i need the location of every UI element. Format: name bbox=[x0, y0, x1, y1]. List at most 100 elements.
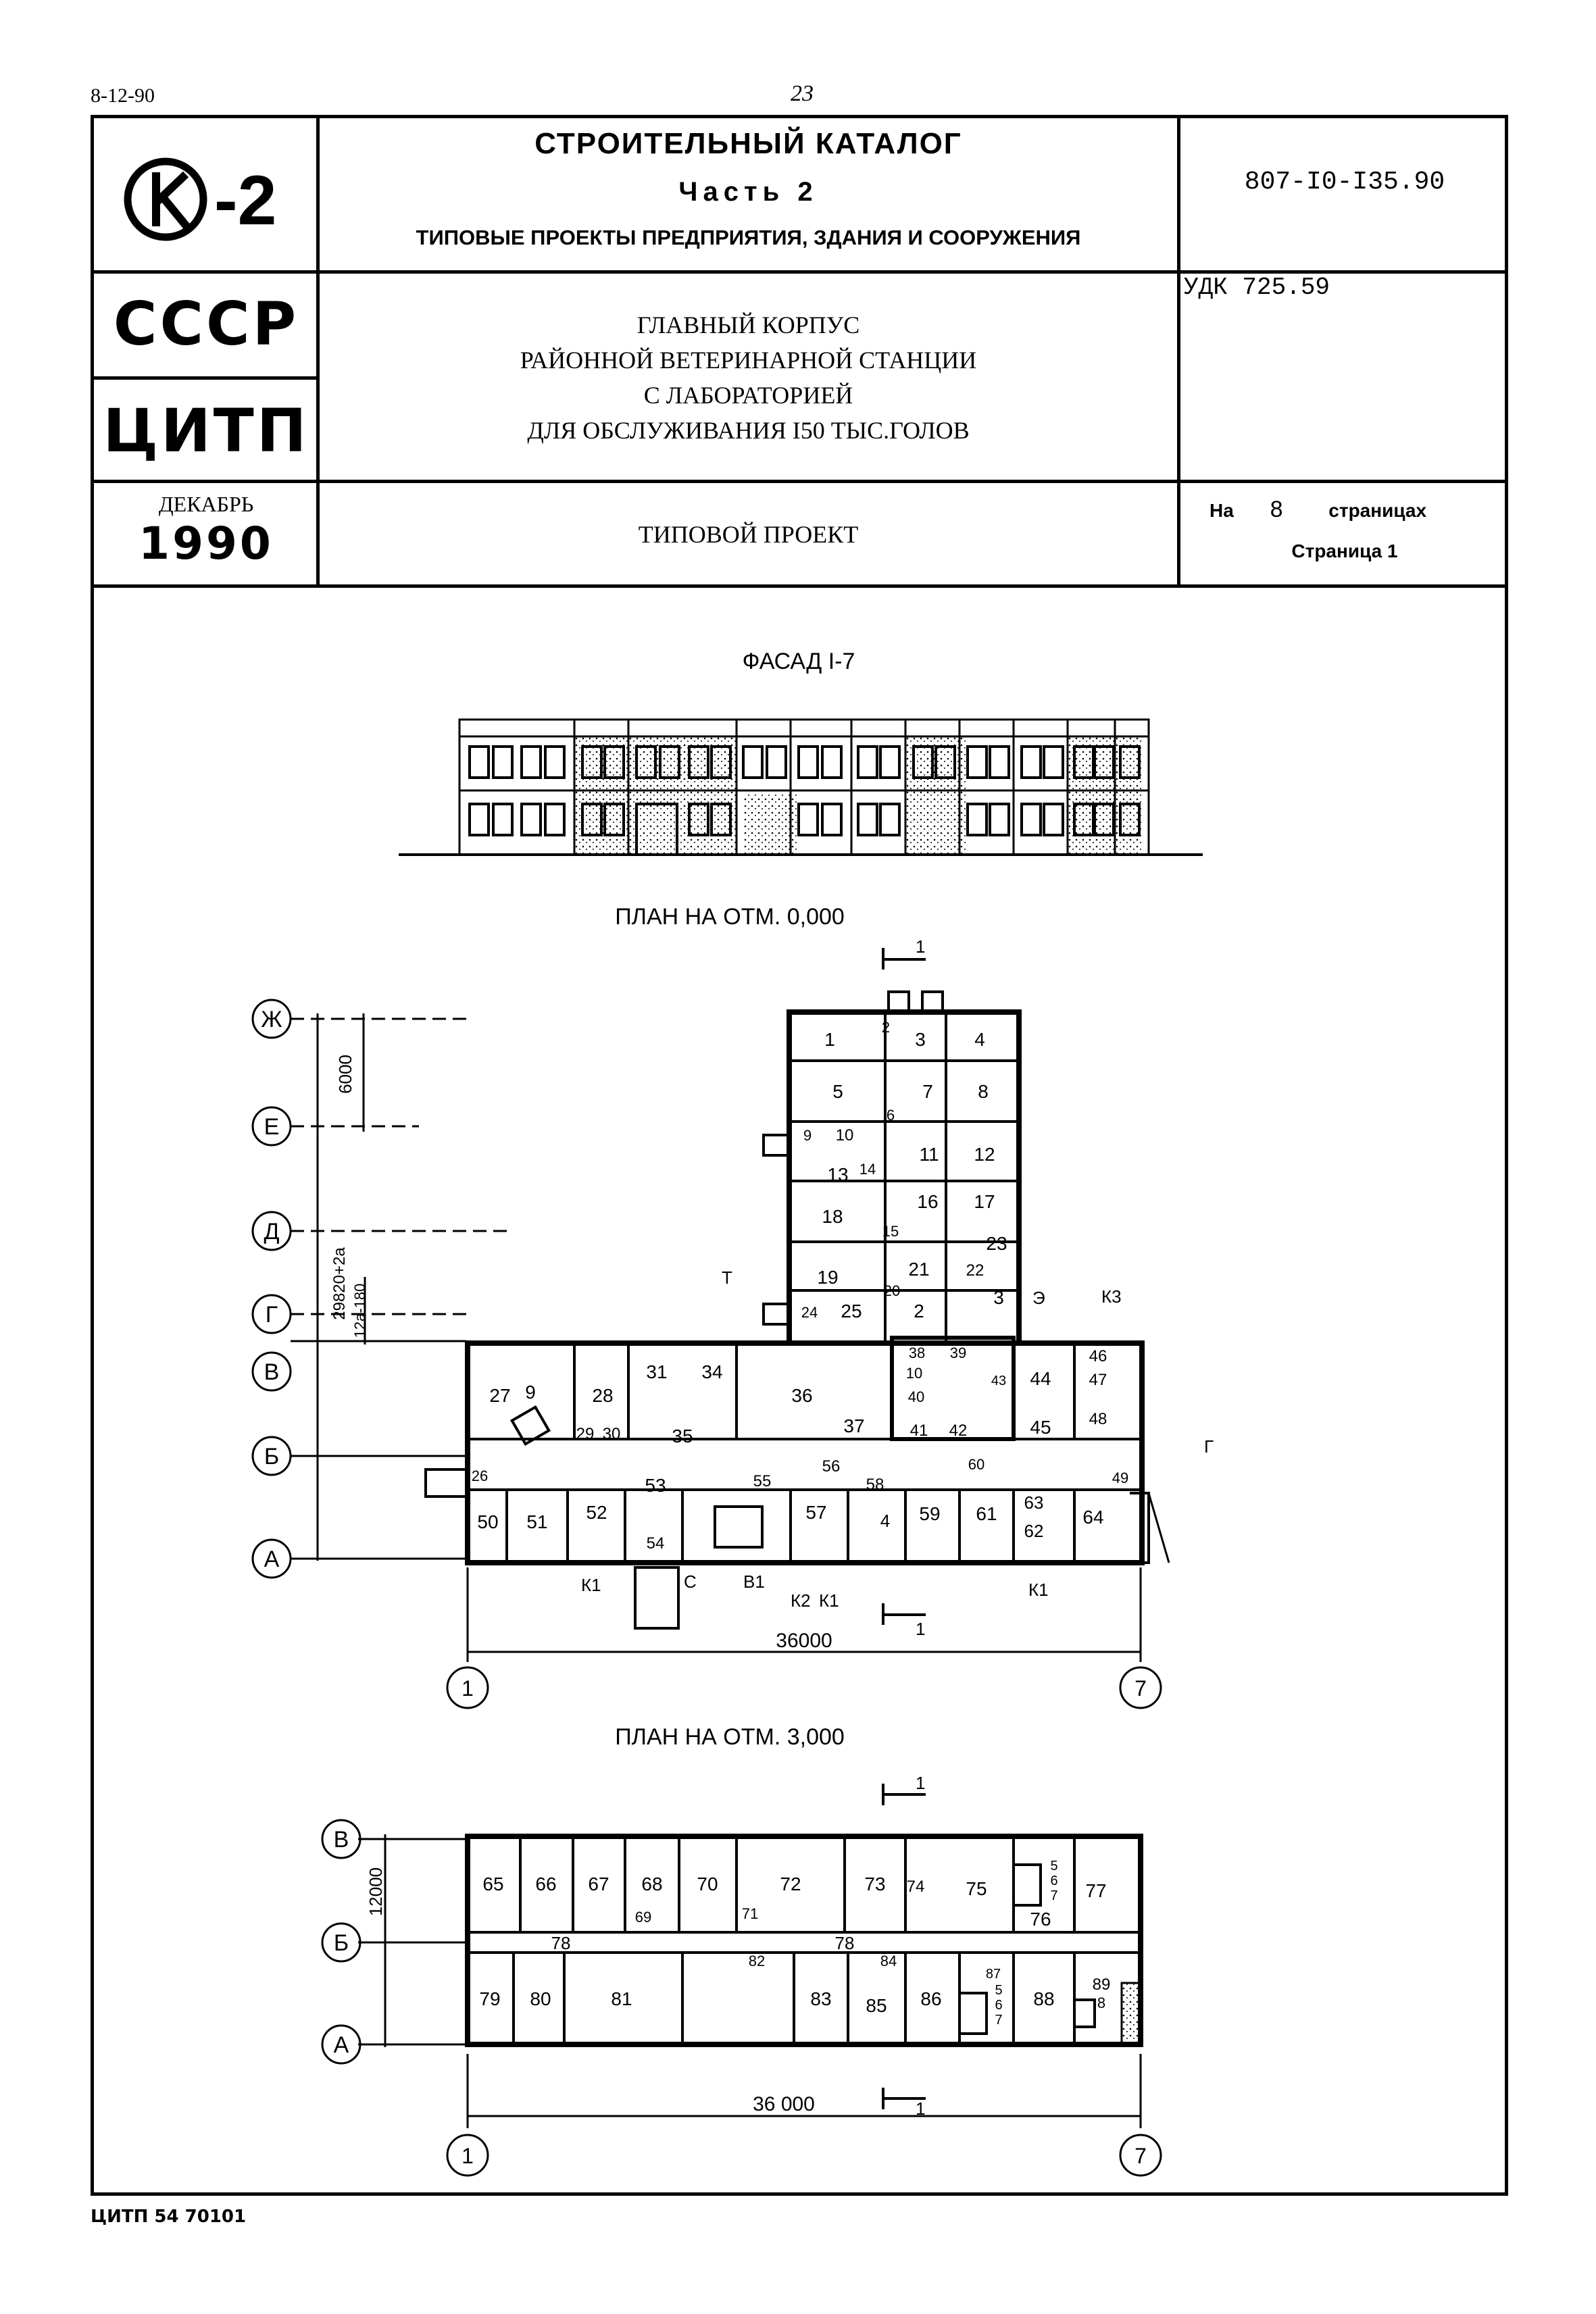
svg-text:77: 77 bbox=[1085, 1880, 1106, 1901]
svg-text:31: 31 bbox=[646, 1361, 667, 1382]
plan2-dim-36000: 36 000 bbox=[753, 2093, 815, 2115]
svg-text:4: 4 bbox=[974, 1029, 985, 1050]
project-line-2: РАЙОННОЙ ВЕТЕРИНАРНОЙ СТАНЦИИ bbox=[520, 347, 977, 374]
svg-text:80: 80 bbox=[530, 1988, 551, 2009]
svg-text:21: 21 bbox=[908, 1259, 929, 1280]
svg-text:46: 46 bbox=[1089, 1347, 1107, 1365]
svg-text:78: 78 bbox=[835, 1933, 855, 1953]
project-name: ГЛАВНЫЙ КОРПУС РАЙОННОЙ ВЕТЕРИНАРНОЙ СТА… bbox=[321, 307, 1176, 448]
plan2-axis-b: Б bbox=[334, 1930, 349, 1956]
svg-text:34: 34 bbox=[701, 1361, 722, 1382]
svg-text:37: 37 bbox=[843, 1415, 864, 1436]
svg-text:6: 6 bbox=[887, 1107, 895, 1124]
svg-text:22: 22 bbox=[966, 1261, 984, 1280]
plan2-section-mark-bottom: 1 bbox=[916, 2098, 925, 2119]
svg-text:49: 49 bbox=[1112, 1469, 1128, 1486]
svg-text:71: 71 bbox=[742, 1905, 758, 1922]
plan1-entry-labels: К1 С В1 К2 К1 К1 К3 Г Т Э bbox=[581, 1267, 1214, 1611]
plan2-axis-7: 7 bbox=[1134, 2144, 1147, 2168]
svg-text:26: 26 bbox=[472, 1467, 488, 1484]
svg-text:50: 50 bbox=[477, 1511, 498, 1532]
svg-text:40: 40 bbox=[908, 1388, 924, 1405]
plan2-axes bbox=[321, 1819, 466, 2065]
svg-text:10: 10 bbox=[836, 1126, 854, 1145]
facade-title: ФАСАД I-7 bbox=[743, 649, 855, 674]
svg-text:18: 18 bbox=[822, 1206, 843, 1227]
svg-text:9: 9 bbox=[803, 1127, 812, 1144]
svg-text:84: 84 bbox=[880, 1953, 897, 1969]
svg-text:65: 65 bbox=[482, 1873, 503, 1894]
plan1-title: ПЛАН НА ОТМ. 0,000 bbox=[615, 904, 845, 930]
svg-text:Г: Г bbox=[1204, 1436, 1214, 1457]
plan1-walls bbox=[424, 990, 1170, 1630]
plan1-room-numbers: 1 2 3 4 5 6 7 8 9 10 11 12 13 14 15 16 1… bbox=[472, 1019, 1128, 1553]
svg-text:83: 83 bbox=[810, 1988, 831, 2009]
svg-text:К1: К1 bbox=[581, 1575, 601, 1595]
svg-text:35: 35 bbox=[672, 1426, 693, 1447]
svg-text:8: 8 bbox=[1097, 1994, 1105, 2011]
svg-text:1: 1 bbox=[824, 1029, 835, 1050]
svg-text:82: 82 bbox=[749, 1953, 765, 1969]
svg-text:58: 58 bbox=[866, 1476, 884, 1494]
svg-text:41: 41 bbox=[910, 1422, 928, 1440]
project-line-4: ДЛЯ ОБСЛУЖИВАНИЯ I50 ТЫС.ГОЛОВ bbox=[527, 417, 970, 444]
axis-d: Д bbox=[264, 1219, 279, 1244]
plan2-section-mark-top: 1 bbox=[916, 1773, 925, 1793]
svg-text:44: 44 bbox=[1030, 1368, 1051, 1389]
svg-text:38: 38 bbox=[909, 1344, 925, 1361]
svg-text:К1: К1 bbox=[819, 1590, 839, 1611]
dim-6000: 6000 bbox=[335, 1055, 355, 1094]
svg-text:54: 54 bbox=[647, 1534, 665, 1553]
axis-zh: Ж bbox=[261, 1007, 282, 1032]
header-divider-left bbox=[91, 376, 318, 380]
svg-text:К1: К1 bbox=[1028, 1580, 1049, 1600]
svg-text:7: 7 bbox=[922, 1081, 933, 1102]
svg-text:69: 69 bbox=[635, 1909, 651, 1926]
svg-text:56: 56 bbox=[822, 1457, 841, 1476]
catalog-part: Часть 2 bbox=[678, 177, 818, 207]
svg-text:10: 10 bbox=[906, 1365, 922, 1382]
svg-text:27: 27 bbox=[489, 1385, 510, 1406]
svg-text:59: 59 bbox=[919, 1503, 940, 1524]
svg-text:45: 45 bbox=[1030, 1417, 1051, 1438]
svg-text:85: 85 bbox=[866, 1995, 887, 2016]
svg-text:С: С bbox=[684, 1571, 697, 1592]
plan2-axis-v: В bbox=[334, 1827, 349, 1853]
catalog-subtitle: ТИПОВЫЕ ПРОЕКТЫ ПРЕДПРИЯТИЯ, ЗДАНИЯ И СО… bbox=[416, 226, 1081, 249]
svg-text:47: 47 bbox=[1089, 1371, 1107, 1389]
svg-text:63: 63 bbox=[1024, 1492, 1044, 1513]
svg-text:62: 62 bbox=[1024, 1521, 1044, 1541]
pages-info: На 8 страницах bbox=[1210, 497, 1493, 523]
svg-text:В1: В1 bbox=[743, 1571, 765, 1592]
svg-text:88: 88 bbox=[1033, 1988, 1054, 2009]
bottom-code: ЦИТП 54 70101 bbox=[91, 2207, 247, 2227]
sheet-code: 8-12-90 bbox=[91, 84, 155, 107]
svg-text:73: 73 bbox=[864, 1873, 885, 1894]
svg-text:53: 53 bbox=[645, 1475, 666, 1496]
plan2-room-numbers: 65 66 67 68 69 70 71 72 73 74 75 5 6 7 7… bbox=[479, 1859, 1110, 2028]
svg-text:74: 74 bbox=[907, 1878, 925, 1896]
header-vline-1 bbox=[316, 115, 320, 588]
header-divider-3 bbox=[91, 584, 1508, 588]
svg-text:12: 12 bbox=[974, 1144, 995, 1165]
k2-logo-icon: -2 bbox=[124, 157, 276, 241]
org-name: ЦИТП bbox=[103, 396, 309, 466]
svg-text:76: 76 bbox=[1030, 1909, 1051, 1930]
pages-suffix: страницах bbox=[1328, 500, 1427, 521]
plan2-dim-12000: 12000 bbox=[366, 1867, 386, 1916]
plan2-title: ПЛАН НА ОТМ. 3,000 bbox=[615, 1724, 845, 1750]
pages-prefix: На bbox=[1210, 500, 1234, 521]
page-label: Страница 1 bbox=[1291, 540, 1398, 561]
org-country: СССР bbox=[113, 289, 299, 359]
svg-text:13: 13 bbox=[827, 1164, 848, 1185]
svg-text:5: 5 bbox=[832, 1081, 843, 1102]
svg-text:87: 87 bbox=[986, 1967, 1001, 1982]
svg-text:6: 6 bbox=[995, 1998, 1002, 2013]
svg-text:6: 6 bbox=[1050, 1873, 1057, 1888]
plan1-dimension bbox=[446, 1567, 1162, 1709]
svg-text:60: 60 bbox=[968, 1456, 984, 1473]
svg-text:66: 66 bbox=[535, 1873, 556, 1894]
plan1-axes bbox=[251, 999, 514, 1579]
section-mark-top: 1 bbox=[916, 936, 925, 957]
